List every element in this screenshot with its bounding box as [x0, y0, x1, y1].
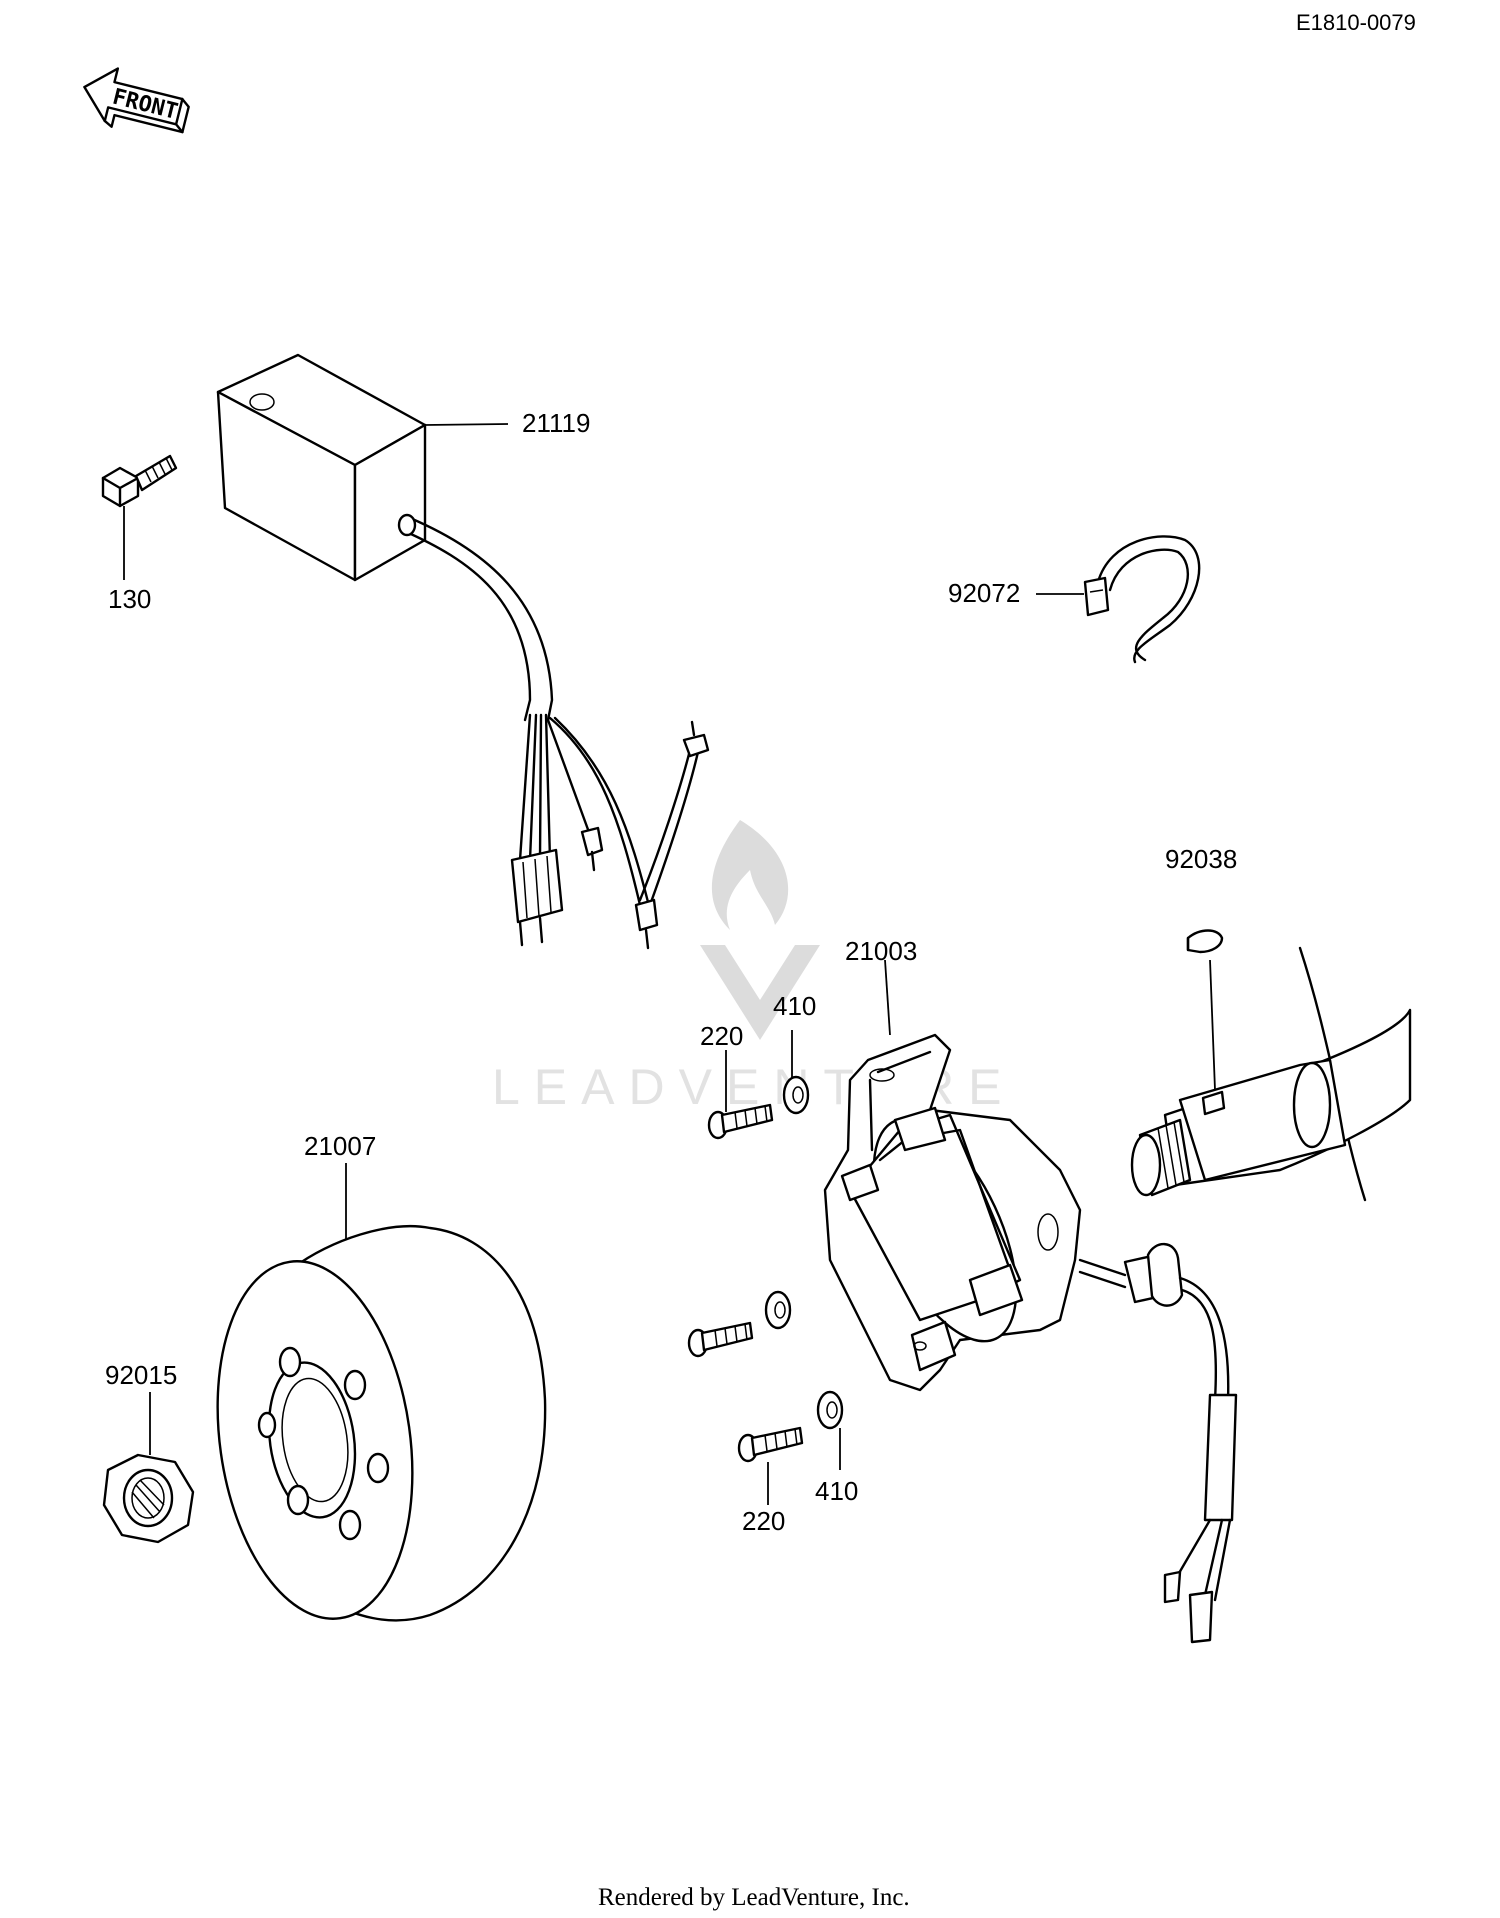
washer-410-top: [782, 1075, 810, 1115]
crankshaft: [1130, 946, 1412, 1202]
label-21003: 21003: [845, 936, 917, 966]
label-410-top: 410: [773, 991, 816, 1021]
label-130: 130: [108, 584, 151, 614]
flywheel-21007: [216, 1225, 547, 1622]
label-21007: 21007: [304, 1131, 376, 1161]
clamp-92072: [1083, 535, 1201, 664]
nut-92015: [102, 1453, 195, 1544]
screw-220-top: [707, 1103, 774, 1140]
diagram-ref-code: E1810-0079: [1296, 10, 1416, 35]
cdi-unit-21119: [216, 353, 710, 950]
washer-middle: [764, 1290, 792, 1330]
washer-410-bottom: [816, 1390, 844, 1430]
screw-220-bottom: [737, 1426, 804, 1463]
label-92038: 92038: [1165, 844, 1237, 874]
label-410-bottom: 410: [815, 1476, 858, 1506]
screw-middle: [687, 1321, 754, 1358]
label-220-top: 220: [700, 1021, 743, 1051]
label-92015: 92015: [105, 1360, 177, 1390]
key-92038: [1186, 929, 1224, 954]
label-21119: 21119: [522, 408, 590, 438]
label-92072: 92072: [948, 578, 1020, 608]
stator-21003: [823, 1033, 1238, 1644]
watermark-logo: [700, 820, 820, 1040]
label-220-bottom: 220: [742, 1506, 785, 1536]
footer-credit: Rendered by LeadVenture, Inc.: [598, 1884, 910, 1911]
front-arrow-icon: FRONT: [83, 67, 190, 134]
bolt-130: [101, 454, 178, 508]
